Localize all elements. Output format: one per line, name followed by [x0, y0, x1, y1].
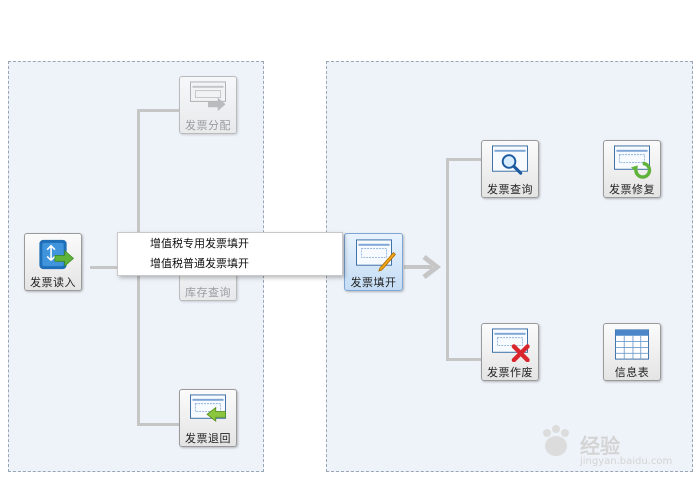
connector-line: [446, 358, 482, 361]
invoice-return-label: 发票退回: [185, 432, 231, 445]
paw-logo-icon: [543, 425, 569, 456]
invoice-read-label: 发票读入: [30, 276, 76, 289]
invoice-allocate-icon: [190, 81, 226, 112]
watermark-brand: 经验: [580, 434, 620, 458]
invoice-query-label: 发票查询: [487, 183, 533, 196]
info-table-label: 信息表: [614, 366, 650, 379]
invoice-void-label: 发票作废: [487, 366, 533, 379]
invoice-void-icon: [492, 328, 530, 362]
invoice-repair-icon: [614, 145, 652, 179]
inventory-query-label: 库存查询: [185, 286, 231, 299]
invoice-allocate-label: 发票分配: [185, 119, 231, 132]
flow-arrow-icon: [404, 255, 442, 279]
invoice-return-icon: [190, 394, 226, 422]
invoice-return-button[interactable]: 发票退回: [179, 389, 237, 447]
invoice-fill-icon: [355, 239, 396, 272]
usb-import-icon: [39, 239, 75, 270]
invoice-query-button[interactable]: 发票查询: [481, 140, 539, 198]
connector-line: [446, 158, 482, 161]
connector-line: [137, 109, 179, 112]
watermark-url: jingyan.baidu.com: [580, 456, 673, 467]
invoice-fill-button[interactable]: 发票填开: [344, 233, 403, 291]
connector-line: [446, 160, 449, 360]
invoice-fill-label: 发票填开: [350, 276, 397, 289]
connector-line: [137, 423, 179, 426]
menu-item-vat-special-invoice[interactable]: 增值税专用发票填开: [150, 237, 249, 250]
invoice-repair-label: 发票修复: [609, 183, 655, 196]
invoice-query-icon: [492, 145, 528, 175]
menu-item-vat-ordinary-invoice[interactable]: 增值税普通发票填开: [150, 257, 249, 270]
invoice-read-button[interactable]: 发票读入: [24, 233, 82, 291]
baidu-jingyan-watermark: 经验 jingyan.baidu.com: [536, 420, 672, 470]
invoice-void-button[interactable]: 发票作废: [481, 323, 539, 381]
invoice-fill-context-menu: 增值税专用发票填开 增值税普通发票填开: [117, 232, 343, 276]
invoice-allocate-button[interactable]: 发票分配: [179, 76, 237, 134]
invoice-repair-button[interactable]: 发票修复: [603, 140, 661, 198]
info-table-button[interactable]: 信息表: [603, 323, 661, 381]
table-grid-icon: [614, 329, 650, 360]
